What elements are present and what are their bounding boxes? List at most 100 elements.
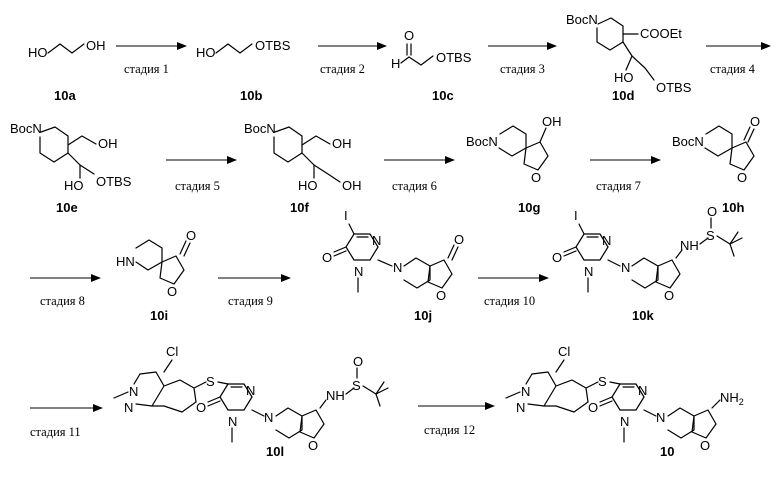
atom-o: O xyxy=(167,284,177,299)
atom-n: N xyxy=(521,384,530,399)
atom-ho: HO xyxy=(298,178,318,193)
stage-label-10: стадия 10 xyxy=(484,294,535,308)
atom-i: I xyxy=(344,208,348,223)
atom-o: O xyxy=(196,400,206,415)
atom-n: N xyxy=(602,233,611,248)
atom-otbs: OTBS xyxy=(656,80,692,95)
stage-label-4: стадия 4 xyxy=(710,62,756,76)
stage-label-2: стадия 2 xyxy=(320,62,365,76)
compound-10e-structure: BocN OH HO OTBS xyxy=(10,121,132,193)
atom-n: N xyxy=(129,384,138,399)
atom-n: N xyxy=(264,410,273,425)
compound-10i-structure: HN O O xyxy=(116,228,196,299)
atom-n: N xyxy=(621,260,630,275)
atom-otbs: OTBS xyxy=(436,50,472,65)
stage-label-5: стадия 5 xyxy=(175,179,220,193)
atom-n: N xyxy=(584,264,593,279)
atom-o: O xyxy=(552,250,562,265)
atom-boc-n: BocN xyxy=(466,134,498,149)
atom-n: N xyxy=(656,410,665,425)
atom-otbs: OTBS xyxy=(96,174,132,189)
atom-n: N xyxy=(638,383,647,398)
atom-o: O xyxy=(322,250,332,265)
atom-ho: HO xyxy=(196,45,216,60)
atom-o: O xyxy=(186,228,196,243)
atom-o: O xyxy=(308,438,318,453)
compound-label-10b: 10b xyxy=(240,88,262,103)
atom-ho: HO xyxy=(28,45,48,60)
stage-label-7: стадия 7 xyxy=(596,179,641,193)
compound-label-10a: 10a xyxy=(54,88,76,103)
atom-o: O xyxy=(404,28,414,43)
atom-o: O xyxy=(700,438,710,453)
compound-label-10j: 10j xyxy=(414,308,432,323)
compound-10h-structure: BocN O O xyxy=(672,114,760,185)
atom-nh2: NH2 xyxy=(720,390,744,407)
stage-label-1: стадия 1 xyxy=(124,62,169,76)
atom-hn: HN xyxy=(116,254,135,269)
atom-o: O xyxy=(531,170,541,185)
atom-cl: Cl xyxy=(166,344,178,359)
atom-boc-n: BocN xyxy=(566,12,598,27)
atom-ho: HO xyxy=(64,178,84,193)
compound-label-10g: 10g xyxy=(518,200,540,215)
atom-o: O xyxy=(353,354,363,369)
compound-10k-structure: I N N O N NH S O O xyxy=(552,204,742,303)
compound-label-10i: 10i xyxy=(150,308,168,323)
atom-s: S xyxy=(598,374,607,389)
compound-10f-structure: BocN OH HO OH xyxy=(244,121,362,193)
compound-10d-structure: BocN COOEt HO OTBS xyxy=(566,12,692,95)
compound-10a-structure: HO OH xyxy=(28,38,106,60)
atom-n: N xyxy=(124,400,133,415)
compound-label-10c: 10c xyxy=(432,88,454,103)
atom-o: O xyxy=(664,288,674,303)
compound-label-10e: 10e xyxy=(56,200,78,215)
atom-otbs: OTBS xyxy=(255,38,291,53)
atom-o: O xyxy=(588,400,598,415)
compound-label-10: 10 xyxy=(660,444,674,459)
atom-boc-n: BocN xyxy=(672,134,704,149)
stage-label-11: стадия 11 xyxy=(30,425,81,439)
compound-10l-structure: N N Cl S N N O N NH S O O xyxy=(114,344,388,453)
atom-oh: OH xyxy=(332,136,352,151)
atom-o: O xyxy=(707,204,717,219)
compound-label-10l: 10l xyxy=(266,444,284,459)
stage-label-8: стадия 8 xyxy=(40,294,85,308)
atom-nh: NH xyxy=(680,238,699,253)
atom-s: S xyxy=(706,228,715,243)
atom-o: O xyxy=(436,288,446,303)
atom-s: S xyxy=(206,374,215,389)
atom-oh: OH xyxy=(342,178,362,193)
compound-label-10k: 10k xyxy=(632,308,654,323)
atom-oh: OH xyxy=(86,38,106,53)
atom-n: N xyxy=(393,260,402,275)
atom-n: N xyxy=(372,233,381,248)
compound-10g-structure: BocN OH O xyxy=(466,114,562,185)
stage-label-12: стадия 12 xyxy=(424,423,475,437)
atom-n: N xyxy=(516,400,525,415)
atom-boc-n: BocN xyxy=(10,121,42,136)
atom-n: N xyxy=(620,414,629,429)
compound-10-structure: N N Cl S N N O N NH2 O xyxy=(506,344,744,453)
atom-oh: OH xyxy=(542,114,562,129)
atom-o: O xyxy=(454,232,464,247)
atom-n: N xyxy=(354,264,363,279)
stage-label-3: стадия 3 xyxy=(500,62,545,76)
stage-label-9: стадия 9 xyxy=(228,294,273,308)
atom-cooet: COOEt xyxy=(640,26,682,41)
compound-label-10d: 10d xyxy=(612,88,634,103)
atom-boc-n: BocN xyxy=(244,121,276,136)
atom-o: O xyxy=(750,114,760,129)
atom-oh: OH xyxy=(98,136,118,151)
compound-label-10h: 10h xyxy=(722,200,744,215)
compound-10b-structure: HO OTBS xyxy=(196,38,291,60)
atom-s: S xyxy=(352,378,361,393)
atom-h: H xyxy=(391,56,400,71)
compound-label-10f: 10f xyxy=(290,200,309,215)
atom-n: N xyxy=(246,383,255,398)
atom-o: O xyxy=(737,170,747,185)
compound-10j-structure: I N N O N O O xyxy=(322,208,464,303)
atom-i: I xyxy=(574,208,578,223)
stage-label-6: стадия 6 xyxy=(392,179,437,193)
